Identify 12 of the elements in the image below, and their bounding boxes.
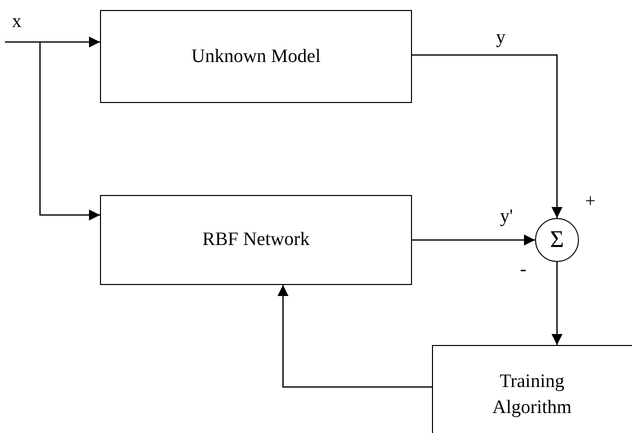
process-box: RBF Network: [100, 195, 412, 285]
arrow: [412, 54, 562, 218]
arrow: [552, 262, 562, 345]
signal-label: +: [585, 190, 596, 214]
arrow: [412, 234, 535, 246]
arrow: [5, 36, 100, 48]
process-box: Unknown Model: [100, 10, 412, 103]
arrow: [39, 42, 100, 220]
signal-label: -: [520, 258, 526, 282]
signal-label: x: [12, 10, 22, 34]
process-box: Training Algorithm: [432, 345, 632, 433]
arrow: [278, 285, 432, 388]
